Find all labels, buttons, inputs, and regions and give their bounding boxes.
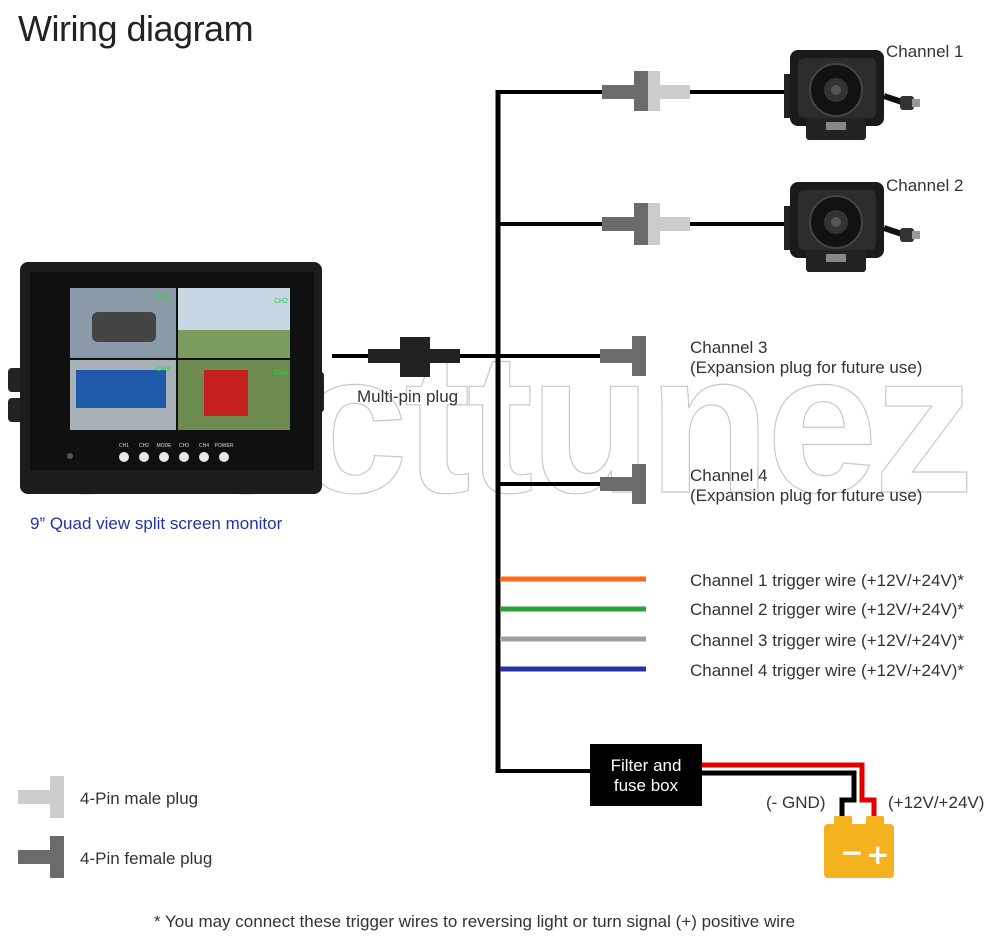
trigger-wire-2-label: Channel 2 trigger wire (+12V/+24V)* [690, 600, 965, 619]
camera-1-icon [784, 50, 920, 140]
monitor-caption: 9” Quad view split screen monitor [30, 514, 283, 533]
trigger-wire-3-label: Channel 3 trigger wire (+12V/+24V)* [690, 631, 965, 650]
ground-label: (- GND) [766, 793, 826, 812]
trigger-wire-4-label: Channel 4 trigger wire (+12V/+24V)* [690, 661, 965, 680]
monitor-button [119, 452, 129, 462]
monitor-button [179, 452, 189, 462]
battery-icon: − + [824, 816, 894, 878]
positive-label: (+12V/+24V) [888, 793, 985, 812]
monitor-button [159, 452, 169, 462]
screen-label-ch3: CH3 [156, 366, 170, 373]
channel-3-note: (Expansion plug for future use) [690, 358, 923, 377]
channel-1-label: Channel 1 [886, 42, 964, 61]
legend-female-plug-icon [18, 836, 64, 878]
camera-2-icon [784, 182, 920, 272]
channel-2-plug-icon [602, 203, 690, 245]
channel-1-plug-icon [602, 71, 690, 111]
channel-4-plug-icon [600, 464, 646, 504]
screen-label-ch1: CH1 [156, 294, 170, 301]
monitor-button-label: CH3 [179, 443, 189, 449]
monitor-button-label: MODE [157, 443, 173, 449]
legend-male-label: 4-Pin male plug [80, 789, 199, 808]
screen-label-ch4: CH4 [274, 370, 288, 377]
footnote: * You may connect these trigger wires to… [154, 912, 796, 931]
trigger-wire-1-label: Channel 1 trigger wire (+12V/+24V)* [690, 571, 965, 590]
monitor-button [139, 452, 149, 462]
monitor-button-panel: CH1 CH2 MODE CH3 CH4 POWER [119, 443, 234, 462]
monitor-button [199, 452, 209, 462]
fuse-box [590, 744, 702, 806]
channel-3-label: Channel 3 [690, 338, 768, 357]
battery-plus-sign: + [866, 838, 889, 871]
monitor-button-label: POWER [215, 443, 234, 449]
screen-label-ch2: CH2 [274, 298, 288, 305]
fuse-box-label: Filter and fuse box [590, 756, 702, 796]
channel-2-label: Channel 2 [886, 176, 964, 195]
positive-wire [702, 762, 877, 820]
fuse-box-label-line-2: fuse box [613, 776, 679, 795]
channel-4-note: (Expansion plug for future use) [690, 486, 923, 505]
multipin-plug-label: Multi-pin plug [357, 387, 459, 406]
page-title: Wiring diagram [18, 8, 254, 49]
legend-female-label: 4-Pin female plug [80, 849, 213, 868]
fuse-box-label-line-1: Filter and [610, 756, 682, 775]
monitor-button [219, 452, 229, 462]
legend-male-plug-icon [18, 776, 64, 818]
monitor-button-label: CH4 [199, 443, 209, 449]
channel-4-label: Channel 4 [690, 466, 768, 485]
monitor-button-label: CH1 [119, 443, 129, 449]
multipin-plug-icon [368, 337, 460, 377]
battery-minus-sign: − [840, 836, 863, 869]
monitor-button-label: CH2 [139, 443, 149, 449]
ground-wire [702, 770, 857, 820]
channel-3-plug-icon [600, 336, 646, 376]
